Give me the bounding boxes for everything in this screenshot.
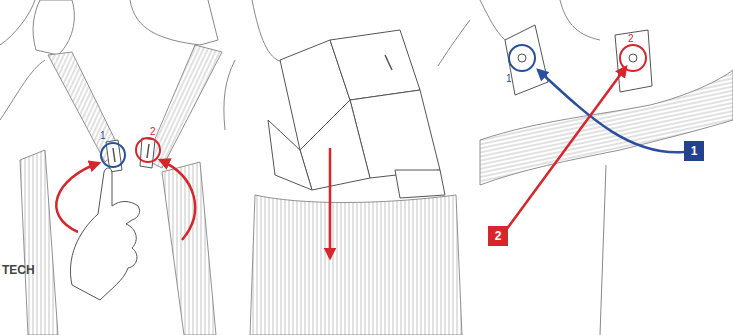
motion-arrow: [56, 163, 99, 232]
callout-number: 1: [100, 131, 106, 141]
motion-arrow: [160, 160, 195, 240]
step-number: 2: [495, 230, 502, 242]
folded-harness: [268, 120, 312, 190]
seat-outline: [224, 60, 235, 130]
step-badge: 1: [684, 141, 704, 161]
highlight-circle: [509, 45, 535, 71]
buckle-hole: [629, 54, 637, 62]
seat-outline: [0, 60, 45, 120]
buckle-tongue: [140, 138, 155, 168]
harness-strap: [162, 162, 216, 335]
buckle-slot: [113, 148, 115, 162]
buckle-tongue: [615, 30, 652, 92]
buckle-slot: [385, 55, 392, 70]
seat-outline: [600, 165, 606, 335]
shoulder-pad: [33, 0, 74, 55]
folded-harness: [330, 30, 420, 100]
seat-outline: [480, 0, 505, 40]
folded-harness: [300, 100, 370, 190]
highlight-circle: [620, 45, 646, 71]
seat-outline: [438, 20, 470, 66]
harness-strap: [480, 70, 733, 185]
motion-arrow: [538, 70, 684, 152]
buckle-hole: [518, 54, 526, 62]
harness-strap: [20, 150, 58, 335]
callout-number: 1: [506, 74, 512, 84]
buckle: [395, 170, 445, 198]
motion-arrow: [329, 148, 332, 258]
motion-arrow: [506, 67, 626, 230]
brand-print: TECH: [2, 264, 35, 276]
buckle-slot: [147, 144, 149, 158]
highlight-circle: [136, 138, 160, 162]
callout-number: 2: [150, 127, 156, 137]
harness-strap: [146, 45, 222, 168]
hand: [70, 168, 139, 300]
step-number: 1: [691, 145, 698, 157]
seat-outline: [252, 0, 282, 62]
highlight-circle: [101, 143, 125, 167]
seat-outline: [0, 0, 35, 45]
harness-strap: [250, 195, 462, 335]
buckle-tongue: [505, 25, 548, 95]
seat-outline: [560, 0, 600, 40]
shoulder-pad: [130, 0, 218, 45]
callout-number: 2: [628, 34, 634, 44]
step-badge: 2: [488, 226, 508, 246]
